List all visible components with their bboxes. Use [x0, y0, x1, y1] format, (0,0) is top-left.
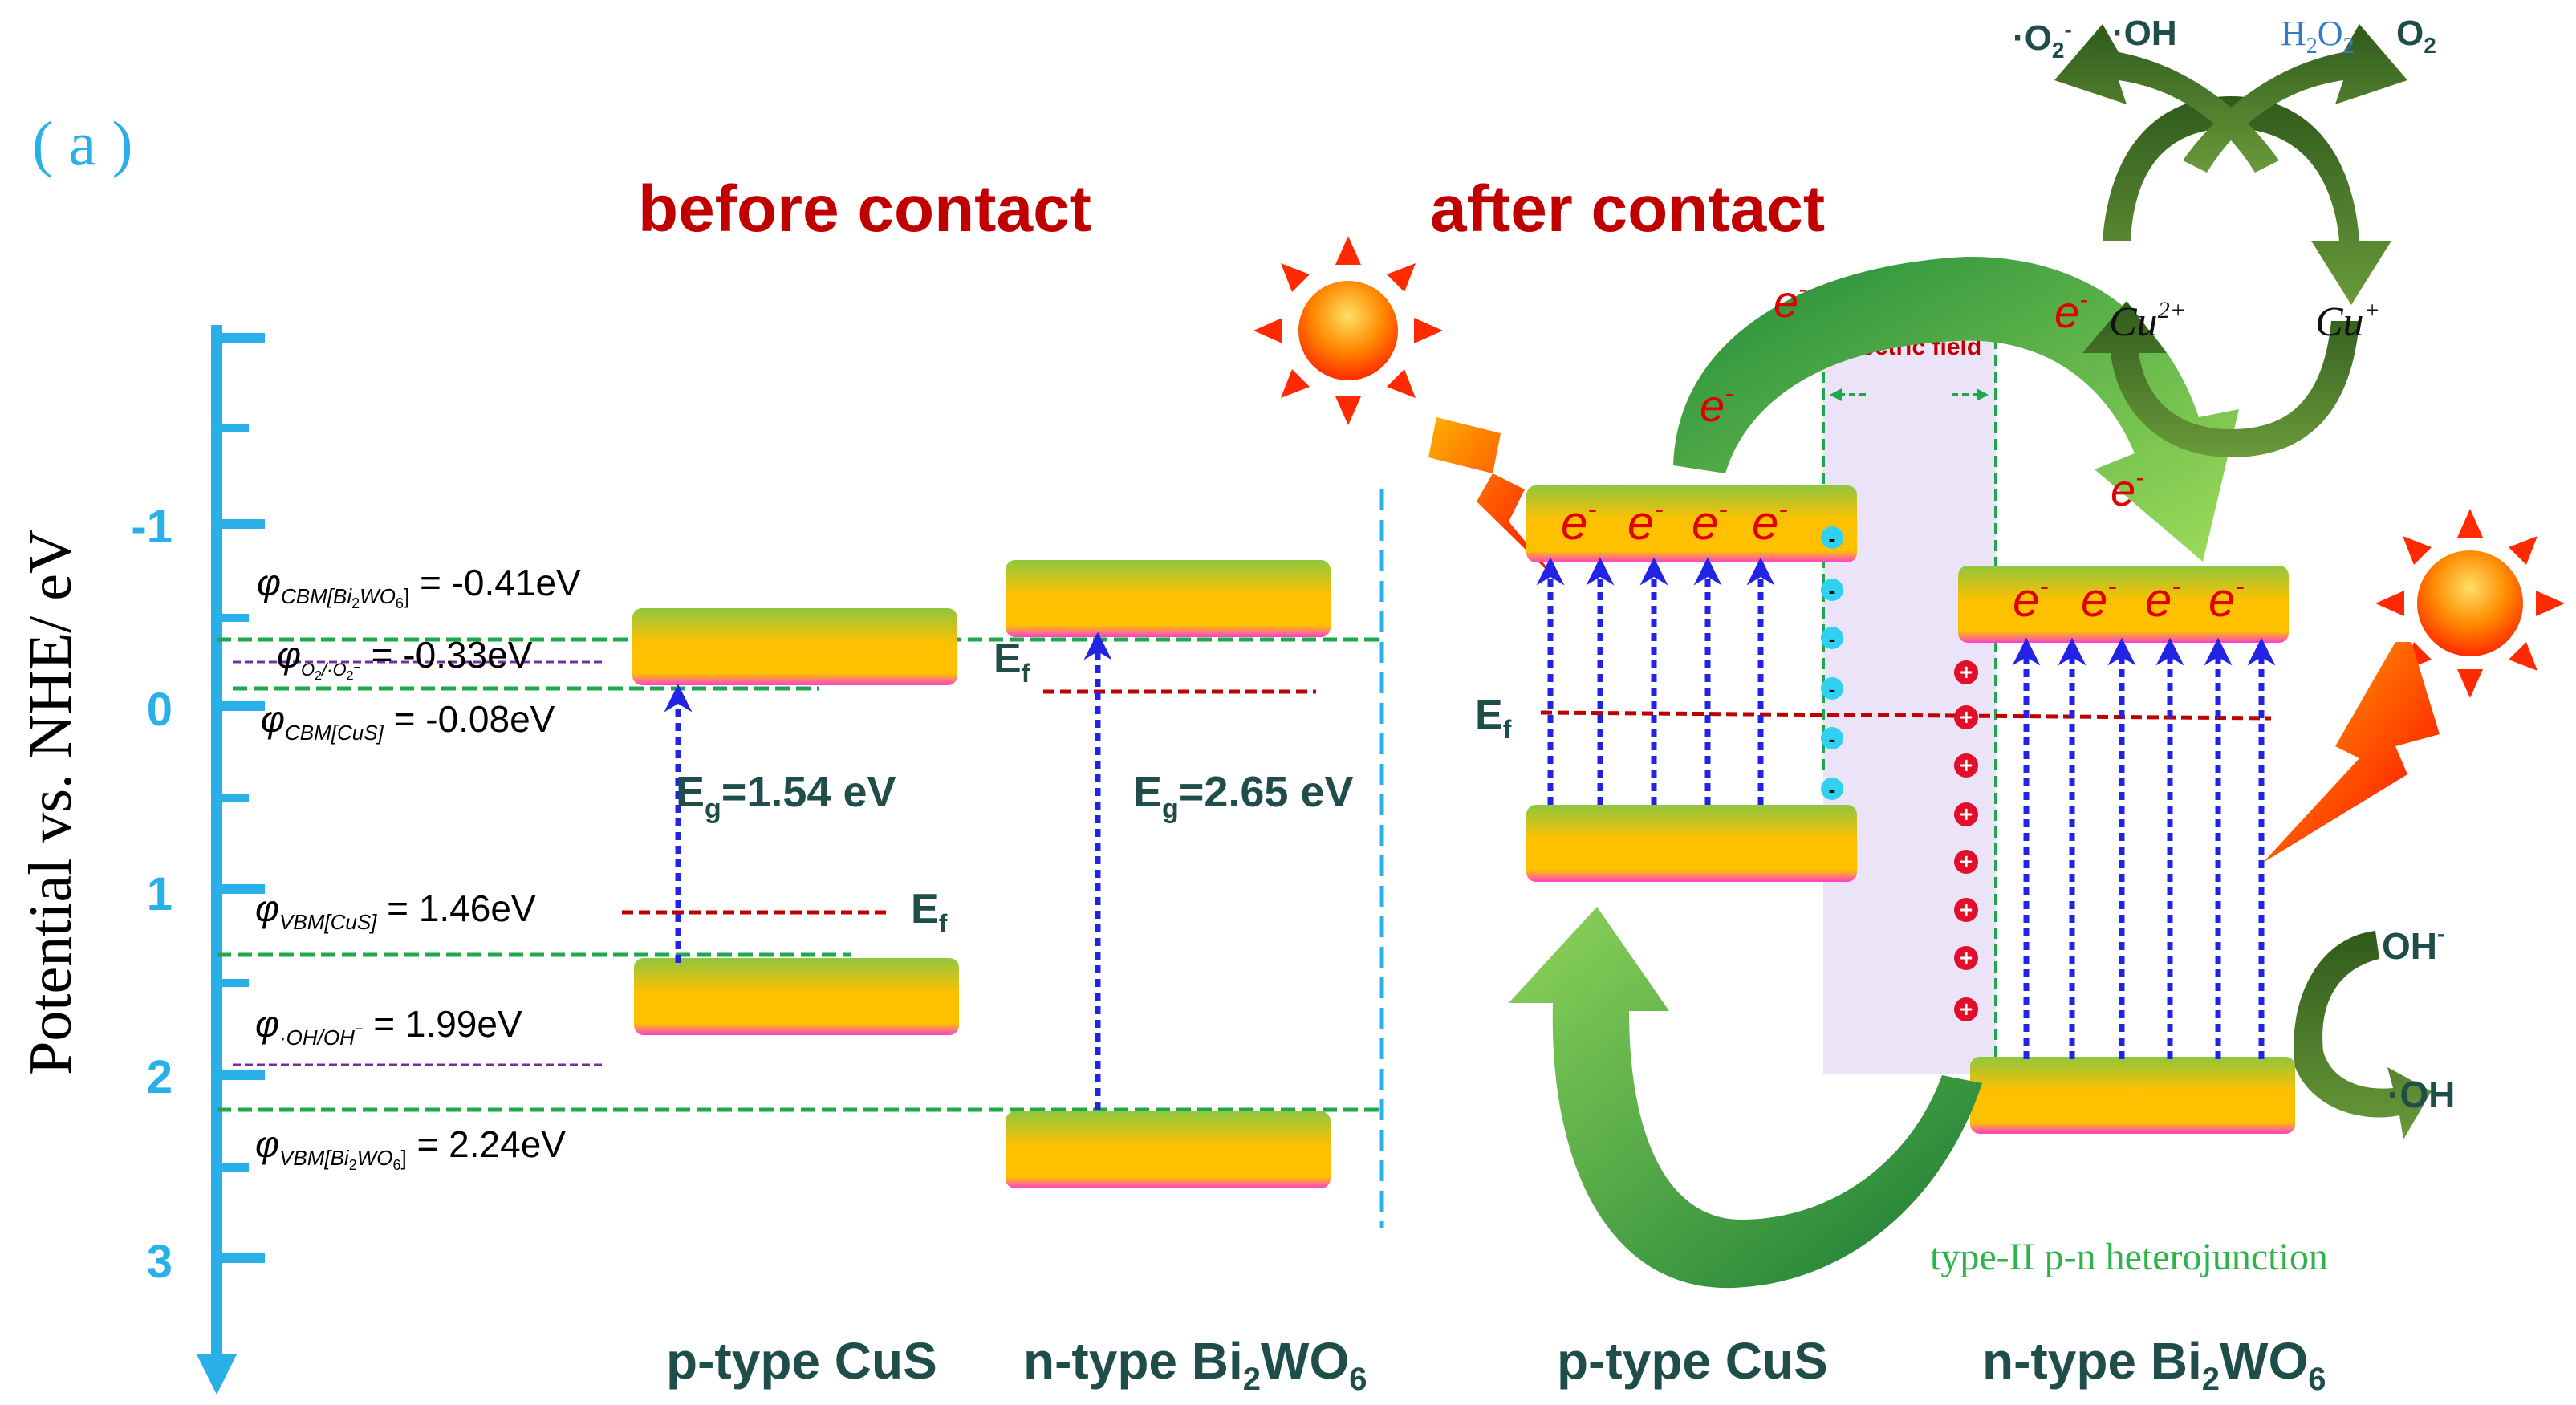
negative-charges: - - - - - - [1821, 526, 1843, 802]
potential-axis: -1 0 1 2 3 [131, 325, 265, 1395]
svg-text:-: - [1829, 778, 1836, 802]
material-cus-left: p-type CuS [666, 1332, 937, 1390]
axis-title: Potential vs. NHE/ eV [17, 530, 84, 1075]
hole-transfer-arrow [1509, 907, 1982, 1289]
svg-text:+: + [1960, 897, 1973, 922]
fermi-label-cus: Ef [911, 886, 948, 938]
svg-text:+: + [1960, 849, 1973, 874]
heading-before-contact: before contact [638, 173, 1091, 246]
species-cuplus: Cu+ [2315, 297, 2380, 345]
bwo-after-valence-band [1970, 1057, 2295, 1134]
species-h2o2: H2O2 [2281, 14, 2355, 59]
electron: e- [2111, 463, 2144, 515]
svg-text:-: - [1829, 579, 1836, 603]
tick-label: 3 [147, 1236, 173, 1288]
cus-conduction-band [632, 608, 957, 685]
electrons-bwo: e- e- e- e- [2013, 571, 2245, 627]
bwo-conduction-band [1006, 560, 1331, 637]
lightning-icon [1428, 417, 1561, 584]
redox-cycle [2054, 24, 2407, 457]
label-o2: φO2/·O2− = -0.33eV [277, 634, 533, 683]
fermi-line-after [1540, 710, 2272, 721]
label-vbm-cus: φVBM[CuS] = 1.46eV [255, 887, 536, 934]
material-bwo-right: n-type Bi2WO6 [1982, 1332, 2326, 1397]
svg-text:+: + [1960, 945, 1973, 970]
label-oh: φ·OH/OH− = 1.99eV [255, 1003, 522, 1050]
electrons-transfer: e- e- e- e- [1700, 274, 2144, 515]
electron: e- [2081, 571, 2117, 627]
electron: e- [1692, 494, 1728, 550]
electron: e- [1774, 274, 1807, 327]
positive-charges: + + + + + + + + [1954, 660, 1978, 1021]
material-bwo-left: n-type Bi2WO6 [1023, 1332, 1367, 1397]
cus-valence-band [634, 958, 959, 1035]
bwo-valence-band [1006, 1111, 1331, 1188]
electrons-cus: e- e- e- e- [1561, 494, 1788, 550]
svg-text:+: + [1960, 753, 1973, 778]
electron: e- [2145, 571, 2181, 627]
svg-text:-: - [1829, 627, 1836, 651]
heterojunction-label: type-II p-n heterojunction [1930, 1236, 2328, 1278]
svg-text:+: + [1960, 997, 1973, 1021]
oh-conversion-arrow [2294, 931, 2432, 1139]
bandgap-bwo: Eg=2.65 eV [1133, 768, 1354, 824]
svg-text:+: + [1960, 705, 1973, 729]
species-o2: O2 [2396, 14, 2436, 58]
electron: e- [1627, 494, 1664, 550]
label-vbm-bwo: φVBM[Bi2WO6] = 2.24eV [255, 1123, 566, 1173]
species-cu2plus: Cu2+ [2109, 297, 2186, 345]
panel-label: ( a ) [32, 108, 133, 178]
svg-text:+: + [1960, 802, 1973, 826]
bandgap-cus: Eg=1.54 eV [676, 768, 896, 824]
species-oh-radical: ·OH [2112, 14, 2177, 53]
material-cus-right: p-type CuS [1557, 1332, 1828, 1390]
cus-after-valence-band [1526, 805, 1857, 882]
tick-label: 0 [147, 684, 173, 736]
fermi-label-after: Ef [1475, 692, 1512, 744]
label-cbm-bwo: φCBM[Bi2WO6] = -0.41eV [257, 562, 581, 611]
label-cbm-cus: φCBM[CuS] = -0.08eV [261, 698, 555, 745]
electron: e- [1752, 494, 1788, 550]
bwo-after-conduction-band [1958, 566, 2289, 643]
lightning-icon [2263, 642, 2440, 863]
tick-label: 1 [147, 868, 173, 920]
electron: e- [2013, 571, 2049, 627]
electron: e- [2208, 571, 2245, 627]
electron: e- [1700, 379, 1733, 431]
electron: e- [1561, 494, 1597, 550]
svg-text:+: + [1960, 660, 1973, 684]
potential-labels: φCBM[Bi2WO6] = -0.41eV φO2/·O2− = -0.33e… [255, 562, 581, 1173]
svg-text:-: - [1829, 677, 1836, 701]
electron: e- [2054, 285, 2088, 337]
svg-text:-: - [1829, 526, 1836, 550]
excitation-arrows-cus-after [1536, 557, 1775, 805]
electron-transfer-arrow [1673, 256, 2239, 562]
species-o2-radical: ·O2- [2013, 17, 2072, 63]
excitation-arrows-bwo-after [2012, 637, 2276, 1059]
sun-icon [1253, 236, 1443, 425]
species-oh-minus: OH- [2382, 921, 2444, 967]
heading-after-contact: after contact [1430, 173, 1825, 246]
tick-label: 2 [147, 1051, 173, 1103]
fermi-label-bwo: Ef [993, 635, 1030, 688]
sun-icon [2375, 509, 2565, 698]
cus-after-conduction-band [1526, 485, 1857, 562]
tick-label: -1 [131, 501, 173, 553]
species-oh-product: ·OH [2387, 1074, 2455, 1115]
svg-text:-: - [1829, 727, 1836, 751]
